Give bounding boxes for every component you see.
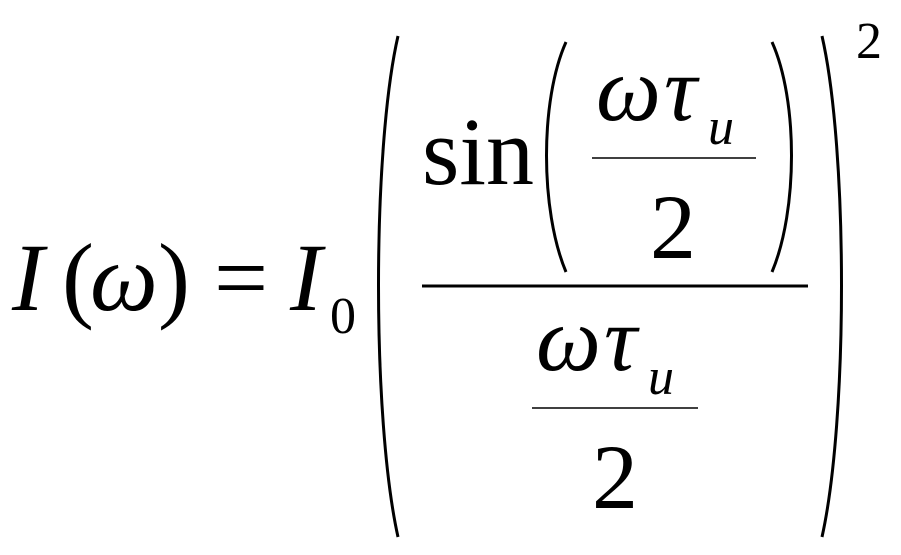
lhs-function-I: I xyxy=(11,224,48,331)
inner-omega: ω xyxy=(596,38,661,140)
outer-right-paren xyxy=(820,35,843,538)
inner-right-paren xyxy=(770,41,793,273)
sin-function: sin xyxy=(422,98,534,205)
inner-denominator-2: 2 xyxy=(650,176,696,278)
denominator-2: 2 xyxy=(592,426,638,528)
denominator-subscript-u: u xyxy=(648,349,674,406)
coefficient-subscript-0: 0 xyxy=(330,288,356,345)
inner-left-paren xyxy=(545,41,568,273)
denominator-tau: τ xyxy=(604,288,640,390)
lhs-argument-omega: ω xyxy=(90,224,158,331)
lhs-close-paren: ) xyxy=(158,224,190,331)
coefficient-I: I xyxy=(289,224,326,331)
denominator-omega: ω xyxy=(536,288,601,390)
equals-sign: = xyxy=(214,224,268,331)
inner-subscript-u: u xyxy=(708,99,734,156)
lhs-open-paren: ( xyxy=(62,224,94,331)
inner-tau: τ xyxy=(664,38,700,140)
exponent-2: 2 xyxy=(856,13,882,70)
outer-left-paren xyxy=(377,35,400,538)
